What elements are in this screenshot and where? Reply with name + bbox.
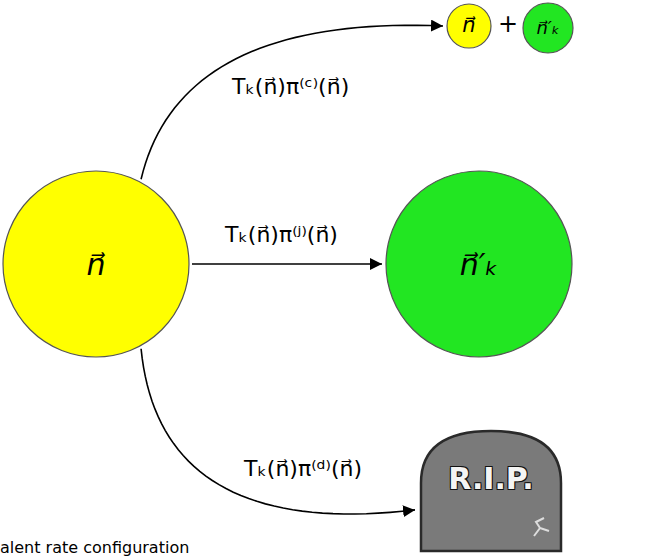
state-circle: n⃗′ₖ — [522, 2, 574, 54]
state-label: n⃗ — [86, 248, 105, 281]
state-circle: n⃗ — [2, 170, 190, 358]
state-circle: n⃗′ₖ — [385, 170, 573, 358]
state-label: n⃗′ₖ — [536, 18, 559, 38]
cut-caption: alent rate configuration — [0, 538, 189, 557]
transition-arrow — [141, 25, 443, 179]
rate-label: Tₖ(n⃗)π⁽ᶜ⁾(n⃗) — [232, 74, 349, 100]
transition-arrow — [141, 349, 415, 514]
rate-label: Tₖ(n⃗)π⁽ʲ⁾(n⃗) — [225, 222, 338, 248]
state-label: n⃗ — [462, 14, 475, 37]
tombstone: R.I.P. — [418, 428, 564, 554]
state-label: n⃗′ₖ — [460, 248, 499, 281]
transition-arrow — [192, 263, 382, 265]
tombstone-text: R.I.P. — [448, 462, 534, 495]
rate-label: Tₖ(n⃗)π⁽ᵈ⁾(n⃗) — [244, 456, 362, 482]
plus-sign: + — [498, 10, 518, 39]
state-circle: n⃗ — [446, 3, 492, 49]
